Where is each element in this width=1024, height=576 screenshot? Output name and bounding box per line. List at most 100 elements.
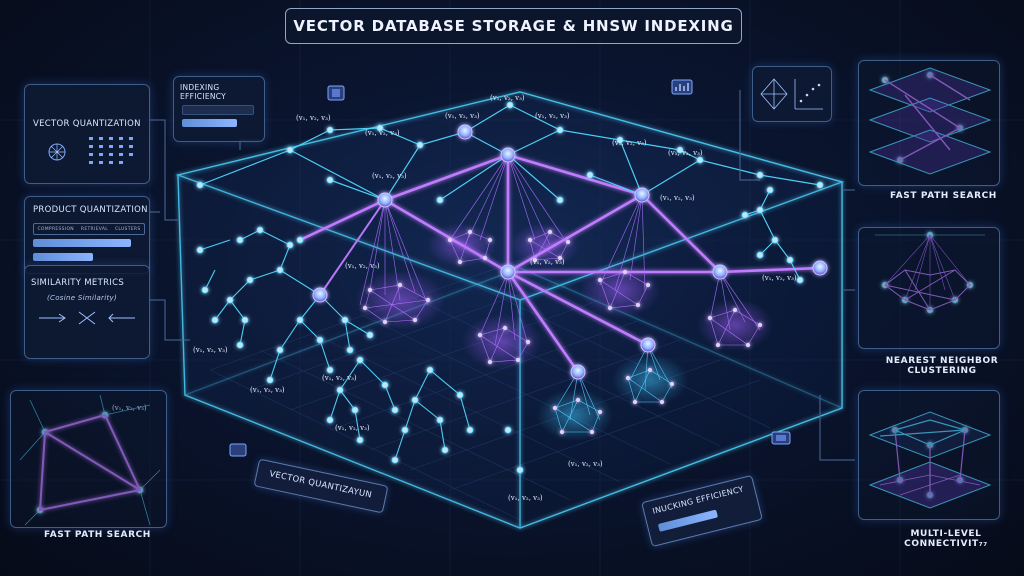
graph-node <box>316 336 324 344</box>
hub-node <box>457 124 473 140</box>
graph-node <box>466 426 474 434</box>
similarity-sub-label: (Cosine Similarity) <box>47 294 117 302</box>
cluster-node <box>502 325 508 331</box>
vector-label: (v₁, v₂, v₃) <box>490 94 525 102</box>
graph-node <box>336 386 344 394</box>
indexing-efficiency-label: INDEXING EFFICIENCY <box>180 83 227 101</box>
cluster-node <box>362 305 368 311</box>
cluster-node <box>632 399 638 405</box>
cluster-node <box>707 315 713 321</box>
graph-node <box>276 266 284 274</box>
hub-node <box>500 147 516 163</box>
graph-node <box>211 316 219 324</box>
fast-path-search-right-panel <box>858 60 1000 186</box>
indexing-efficiency-panel: INDEXING EFFICIENCY <box>173 76 265 142</box>
cluster-node <box>487 359 493 365</box>
hub-node <box>312 287 328 303</box>
hub-node <box>640 337 656 353</box>
graph-node <box>346 346 354 354</box>
bottom-indexing-bar <box>657 509 719 532</box>
cluster-node <box>457 259 463 265</box>
page-title: VECTOR DATABASE STORAGE & HNSW INDEXING <box>293 17 734 35</box>
mini-graph-panel <box>752 66 832 122</box>
graph-node <box>296 316 304 324</box>
cluster-meshes-cyan <box>554 369 673 433</box>
cluster-node <box>367 287 373 293</box>
vector-label: (v₁, v₂, v₃) <box>508 494 543 502</box>
cluster-node <box>597 277 603 283</box>
graph-node <box>356 356 364 364</box>
cluster-node <box>597 409 603 415</box>
vector-label: (v₁, v₂, v₃) <box>112 404 147 412</box>
efficiency-bar-track <box>182 105 254 115</box>
hub-node <box>377 192 393 208</box>
multi-level-panel <box>858 390 1000 520</box>
graph-node <box>741 211 749 219</box>
graph-node <box>286 146 294 154</box>
fast-path-search-right-caption: FAST PATH SEARCH <box>890 191 997 201</box>
graph-node <box>556 126 564 134</box>
cluster-node <box>659 399 665 405</box>
codebook-grid-icon <box>89 137 133 164</box>
graph-node <box>201 286 209 294</box>
graph-node <box>351 406 359 414</box>
vector-label: (v₁, v₂, v₃) <box>345 262 380 270</box>
graph-node <box>326 126 334 134</box>
cluster-node <box>525 339 531 345</box>
vector-label: (v₁, v₂, v₃) <box>322 374 357 382</box>
cluster-node <box>447 237 453 243</box>
graph-node <box>586 171 594 179</box>
cluster-node <box>645 282 651 288</box>
graph-node <box>756 206 764 214</box>
cluster-node <box>477 332 483 338</box>
cluster-node <box>487 237 493 243</box>
graph-node <box>411 396 419 404</box>
cluster-node <box>575 397 581 403</box>
graph-node <box>341 316 349 324</box>
graph-node <box>816 181 824 189</box>
graph-node <box>226 296 234 304</box>
graph-node <box>676 146 684 154</box>
chip-icon <box>327 85 345 101</box>
cluster-node <box>647 367 653 373</box>
pq-bar <box>33 253 93 261</box>
vector-label: (v₁, v₂, v₃) <box>668 149 703 157</box>
cluster-node <box>669 381 675 387</box>
vector-label: (v₁, v₂, v₃) <box>335 424 370 432</box>
cluster-node <box>467 229 473 235</box>
graph-node <box>236 236 244 244</box>
product-quantization-panel: PRODUCT QUANTIZATION COMPRESSION RETRIEV… <box>24 196 150 274</box>
hub-node <box>500 264 516 280</box>
hub-node <box>712 264 728 280</box>
graph-node <box>456 391 464 399</box>
vector-label: (v₁, v₂, v₃) <box>535 112 570 120</box>
graph-node <box>756 171 764 179</box>
graph-node <box>196 246 204 254</box>
vector-quantization-panel: VECTOR QUANTIZATION <box>24 84 150 184</box>
graph-node <box>326 176 334 184</box>
graph-node <box>356 436 364 444</box>
cosine-arrows-icon <box>39 311 135 325</box>
fast-path-search-left-panel <box>10 390 167 528</box>
vector-label: (v₁, v₂, v₃) <box>296 114 331 122</box>
graph-node <box>366 331 374 339</box>
vector-label: (v₁, v₂, v₃) <box>372 172 407 180</box>
product-quantization-label: PRODUCT QUANTIZATION <box>33 205 148 215</box>
graph-node <box>416 141 424 149</box>
graph-node <box>296 236 304 244</box>
cluster-node <box>552 405 558 411</box>
graph-node <box>286 241 294 249</box>
cluster-node <box>515 357 521 363</box>
vector-label: (v₁, v₂, v₃) <box>530 258 565 266</box>
pq-bar <box>33 239 131 247</box>
cluster-node <box>425 297 431 303</box>
vector-label: (v₁, v₂, v₃) <box>250 386 285 394</box>
multi-level-caption: MULTI-LEVEL CONNECTIVIT₇₇ <box>904 529 988 549</box>
cluster-node <box>559 429 565 435</box>
nearest-neighbor-caption: NEAREST NEIGHBOR CLUSTERING <box>885 356 999 376</box>
graph-node <box>436 196 444 204</box>
cluster-node <box>635 302 641 308</box>
graph-node <box>766 186 774 194</box>
